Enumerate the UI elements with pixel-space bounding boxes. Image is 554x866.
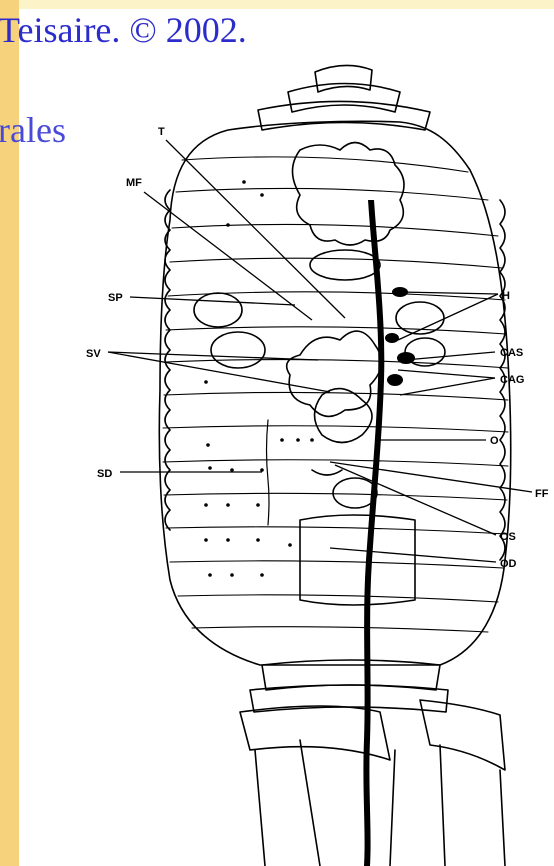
label-OS: OS — [500, 531, 516, 543]
anterior-segments — [258, 65, 430, 130]
posterior-segments — [240, 660, 505, 866]
ovary-region — [300, 470, 415, 605]
label-O: O — [490, 435, 499, 447]
segment-lines — [163, 157, 508, 632]
label-MF: MF — [126, 177, 142, 189]
label-H: H — [502, 290, 510, 302]
label-T: T — [158, 126, 165, 138]
label-SD: SD — [97, 468, 112, 480]
label-OD: OD — [500, 558, 517, 570]
sperm-duct — [267, 420, 270, 525]
label-SV: SV — [86, 348, 101, 360]
ventral-nerve-cord — [363, 200, 384, 866]
label-CAG: CAG — [500, 374, 524, 386]
label-SP: SP — [108, 292, 123, 304]
label-FF: FF — [535, 488, 549, 500]
label-CAS: CAS — [500, 347, 523, 359]
setae-dots — [204, 180, 314, 577]
seminal-vesicles — [194, 250, 445, 443]
